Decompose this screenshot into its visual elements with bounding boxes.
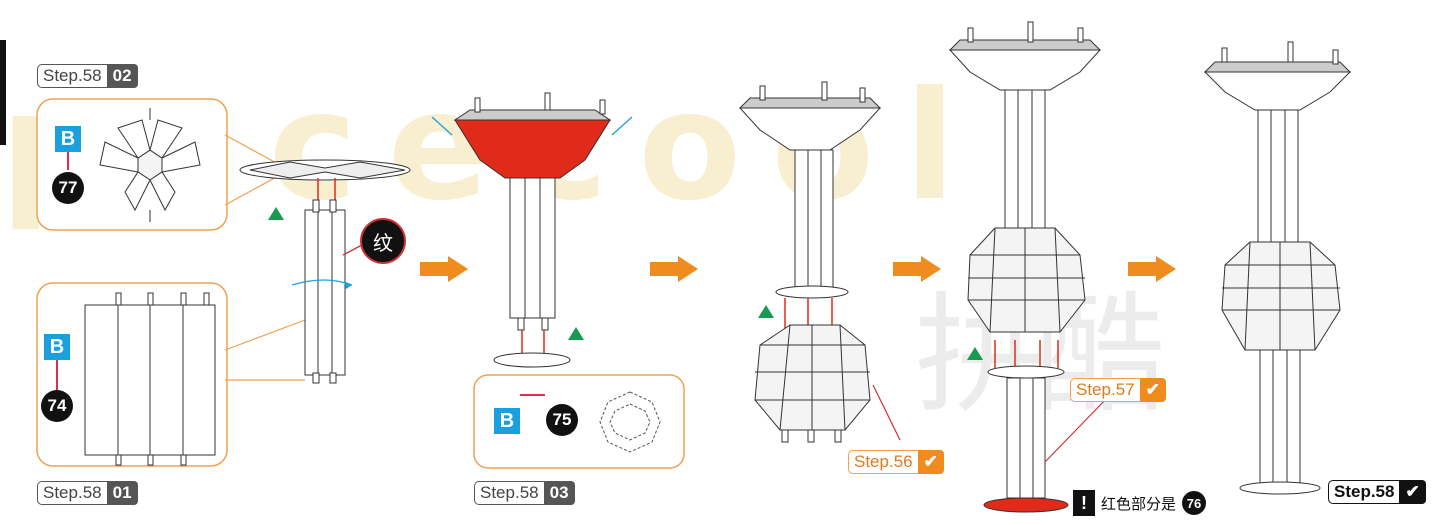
- figure-5-final: [1205, 42, 1350, 494]
- step-label: Step.58: [37, 64, 107, 88]
- part-connector: [67, 152, 69, 170]
- flow-arrow-4: [1128, 256, 1176, 282]
- sheet-b-badge: B: [55, 126, 81, 152]
- step-label: Step.58: [1328, 480, 1399, 504]
- part-connector: [56, 360, 58, 390]
- step-number: 02: [107, 64, 138, 88]
- texture-label-badge: 纹: [360, 218, 406, 264]
- step-58-01-tag: Step.58 01: [37, 481, 138, 505]
- green-marker: [758, 305, 774, 318]
- flow-arrow-1: [420, 256, 468, 282]
- part-76-number: 76: [1182, 491, 1206, 515]
- part-74-flat-icon: [85, 293, 215, 465]
- red-part-note: ! 红色部分是 76: [1073, 490, 1206, 516]
- step-58-02-tag: Step.58 02: [37, 64, 138, 88]
- part-75-number: 75: [546, 404, 578, 436]
- sheet-b-badge: B: [494, 408, 520, 434]
- step-label: Step.57: [1070, 378, 1140, 402]
- part-77-number: 77: [52, 172, 84, 204]
- sheet-b-badge: B: [44, 334, 70, 360]
- figure-4-assembly: [950, 22, 1110, 512]
- warning-icon: !: [1073, 490, 1095, 516]
- figure-2-cup: [432, 93, 632, 367]
- step-label: Step.56: [848, 450, 918, 474]
- figure-3-lantern: [740, 82, 900, 442]
- green-marker: [967, 347, 983, 360]
- green-marker: [568, 327, 584, 340]
- figure-1-tube: [240, 160, 410, 383]
- note-text: 红色部分是: [1101, 493, 1176, 514]
- step-57-tag: Step.57 ✔: [1070, 378, 1166, 402]
- check-icon: ✔: [1399, 480, 1425, 504]
- check-icon: ✔: [1140, 378, 1166, 402]
- flow-arrow-3: [893, 256, 941, 282]
- step-label: Step.58: [474, 481, 544, 505]
- step-58-03-tag: Step.58 03: [474, 481, 575, 505]
- check-icon: ✔: [918, 450, 944, 474]
- step-label: Step.58: [37, 481, 107, 505]
- step-58-tag: Step.58 ✔: [1328, 480, 1426, 504]
- step-number: 03: [544, 481, 575, 505]
- step-number: 01: [107, 481, 138, 505]
- page-edge-bar: [0, 40, 6, 145]
- flow-arrow-2: [650, 256, 698, 282]
- green-marker: [268, 207, 284, 220]
- part-74-number: 74: [41, 390, 73, 422]
- step-56-tag: Step.56 ✔: [848, 450, 944, 474]
